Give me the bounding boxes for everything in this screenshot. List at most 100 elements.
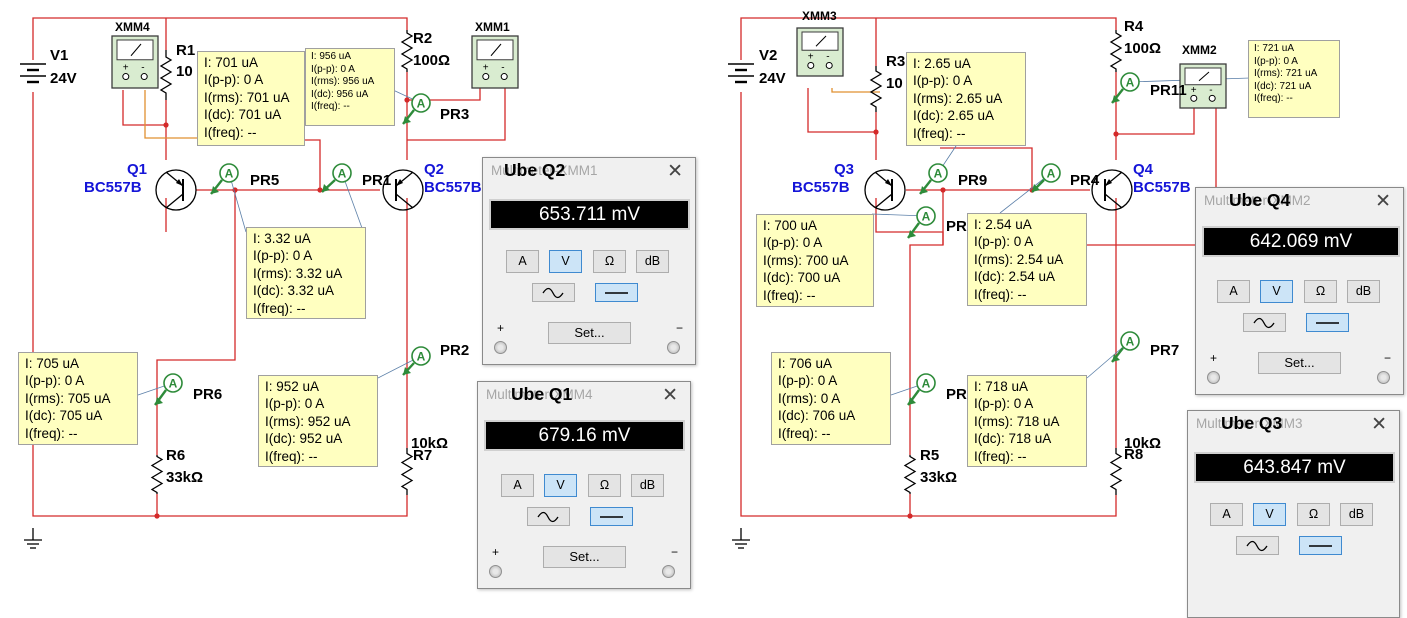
probe-arrow <box>1112 95 1120 103</box>
ac-mode-button[interactable] <box>532 283 575 302</box>
mode-db-button[interactable]: dB <box>1340 503 1373 526</box>
mode-voltmeter-button[interactable]: V <box>1253 503 1286 526</box>
probe-ring <box>1041 163 1061 183</box>
multimeter-terminal <box>807 61 815 69</box>
probe-pr7-label: PR7 <box>1150 342 1180 359</box>
probe-arrow <box>403 116 411 124</box>
multimeter-dial <box>116 39 154 61</box>
probe-symbol: A <box>922 210 931 224</box>
transistor-arrow <box>176 179 183 186</box>
q4-name: Q4 <box>1133 161 1154 178</box>
mode-ohmmeter-button[interactable]: Ω <box>1297 503 1330 526</box>
mode-ammeter-button[interactable]: A <box>501 474 534 497</box>
multimeter-window-xmm3[interactable]: Multimeter-XMM3 Ube Q3 ✕ 643.847 mV A V … <box>1187 410 1400 618</box>
transistor-collector <box>1104 193 1123 209</box>
set-button[interactable]: Set... <box>548 322 631 344</box>
dc-mode-button[interactable] <box>1306 313 1349 332</box>
resistor <box>150 455 164 494</box>
set-button[interactable]: Set... <box>543 546 626 568</box>
minus-terminal-label: − <box>676 321 684 335</box>
mode-ammeter-button[interactable]: A <box>1210 503 1243 526</box>
multimeter-terminal <box>482 73 490 81</box>
close-icon[interactable]: ✕ <box>1375 191 1391 212</box>
mode-voltmeter-button[interactable]: V <box>1260 280 1293 303</box>
probe-lead <box>999 172 1052 214</box>
probe-pr2-label: PR2 <box>440 342 470 359</box>
close-icon[interactable]: ✕ <box>1371 414 1387 435</box>
ac-mode-button[interactable] <box>527 507 570 526</box>
probe-ring <box>916 373 936 393</box>
minus-terminal[interactable] <box>662 565 675 578</box>
minus-terminal-label: − <box>1384 351 1392 365</box>
r7-value: 10kΩ <box>411 435 449 452</box>
mode-ammeter-button[interactable]: A <box>506 250 539 273</box>
mode-voltmeter-button[interactable]: V <box>549 250 582 273</box>
source-v2-value: 24V <box>759 70 786 87</box>
close-icon[interactable]: ✕ <box>662 385 678 406</box>
multimeter-needle <box>1198 71 1210 82</box>
q3-name: Q3 <box>834 161 855 178</box>
resistor-symbol <box>400 448 414 495</box>
multimeter-dial <box>1184 67 1222 86</box>
meter-display: 679.16 mV <box>484 420 685 451</box>
dc-mode-button[interactable] <box>595 283 638 302</box>
wire <box>407 88 481 101</box>
dc-mode-button[interactable] <box>1299 536 1342 555</box>
transistor-arrow <box>885 179 892 186</box>
wire <box>32 17 408 60</box>
probe-pr9-label: PR9 <box>958 172 988 189</box>
xmm3-symbol-label: XMM3 <box>802 9 837 23</box>
set-button[interactable]: Set... <box>1258 352 1341 374</box>
probe-symbol: A <box>169 377 178 391</box>
close-icon[interactable]: ✕ <box>667 161 683 182</box>
junction-dot <box>154 513 160 519</box>
plus-terminal[interactable] <box>489 565 502 578</box>
multimeter-icon: +- <box>1179 63 1227 109</box>
mode-ohmmeter-button[interactable]: Ω <box>588 474 621 497</box>
plus-terminal[interactable] <box>1207 371 1220 384</box>
mode-db-button[interactable]: dB <box>636 250 669 273</box>
minus-terminal[interactable] <box>667 341 680 354</box>
plus-terminal[interactable] <box>494 341 507 354</box>
probe-lead <box>228 172 247 233</box>
resistor <box>1109 448 1123 495</box>
multimeter-terminal <box>500 73 508 81</box>
r4-value: 100Ω <box>1124 40 1162 57</box>
probe-pr11-label: PR11 <box>1150 82 1187 99</box>
plus-terminal-label: + <box>492 545 500 559</box>
probe-arrow <box>403 367 411 375</box>
probe-arrow <box>211 186 219 194</box>
multimeter-needle <box>490 43 502 57</box>
resistor-symbol <box>869 66 883 112</box>
multimeter-window-xmm1[interactable]: Multimeter-XMM1 Ube Q2 ✕ 653.711 mV A V … <box>482 157 696 365</box>
multimeter-plus: + <box>808 52 814 63</box>
mode-ohmmeter-button[interactable]: Ω <box>1304 280 1337 303</box>
probe-symbol: A <box>1047 167 1056 181</box>
transistor-arrow <box>1105 179 1112 186</box>
multimeter-window-xmm2[interactable]: Multimeter-XMM2 Ube Q4 ✕ 642.069 mV A V … <box>1195 187 1404 395</box>
mode-ohmmeter-button[interactable]: Ω <box>593 250 626 273</box>
mode-db-button[interactable]: dB <box>1347 280 1380 303</box>
probe-arrow <box>920 186 928 194</box>
mode-voltmeter-button[interactable]: V <box>544 474 577 497</box>
window-title: Multimeter-XMM2 <box>1204 193 1311 208</box>
multimeter-window-xmm4[interactable]: Multimeter-XMM4 Ube Q1 ✕ 679.16 mV A V Ω… <box>477 381 691 589</box>
ac-mode-button[interactable] <box>1243 313 1286 332</box>
mode-db-button[interactable]: dB <box>631 474 664 497</box>
multimeter-dial <box>476 39 514 61</box>
current-probe-icon: A <box>210 163 239 195</box>
mode-ammeter-button[interactable]: A <box>1217 280 1250 303</box>
pnp-transistor-icon <box>864 169 906 211</box>
probe-ring <box>163 373 183 393</box>
transistor-collector <box>395 193 414 209</box>
ac-mode-button[interactable] <box>1236 536 1279 555</box>
multimeter-terminal <box>1208 94 1216 102</box>
r7-name: R7 <box>413 447 433 464</box>
dc-mode-button[interactable] <box>590 507 633 526</box>
minus-terminal[interactable] <box>1377 371 1390 384</box>
probe-ring <box>411 346 431 366</box>
